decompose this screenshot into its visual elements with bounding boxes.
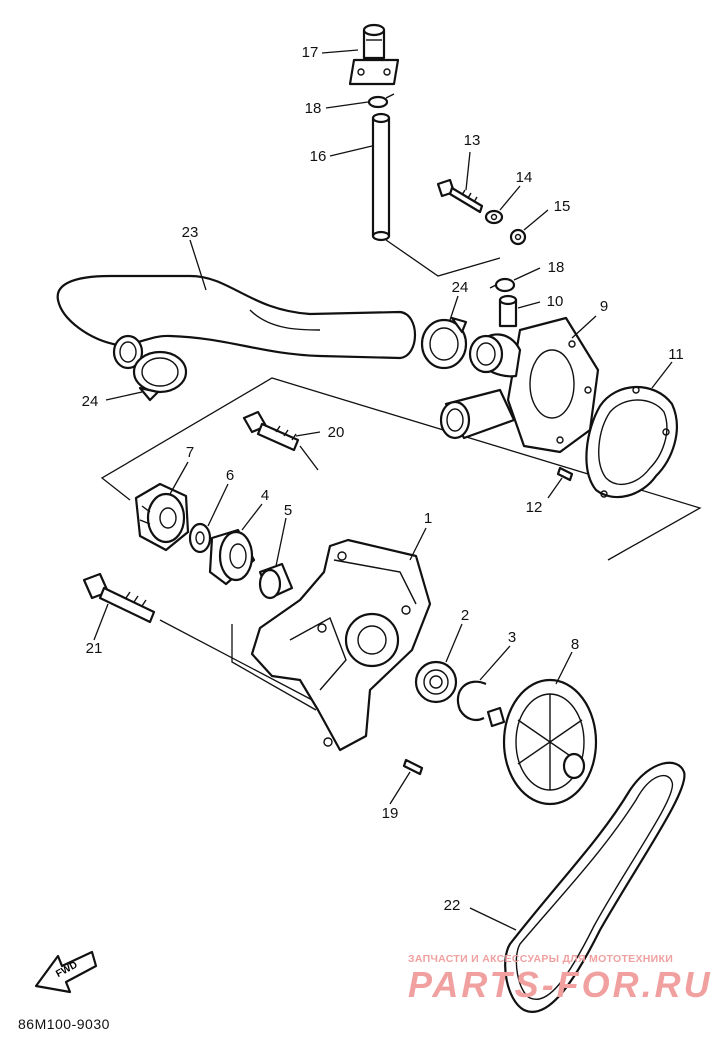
leader-17 xyxy=(321,49,359,54)
leader-8 xyxy=(555,651,573,685)
assembly-frame-pipe16 xyxy=(385,239,501,277)
leader-3 xyxy=(479,645,511,681)
callout-24-right: 24 xyxy=(452,279,469,296)
callout-5: 5 xyxy=(284,502,292,519)
leader-9 xyxy=(571,315,597,339)
callout-8: 8 xyxy=(571,636,579,653)
dowel-pin-19-part xyxy=(402,758,424,776)
leader-24b xyxy=(449,295,459,321)
callout-19: 19 xyxy=(382,805,399,822)
impeller-part xyxy=(134,482,190,552)
pipe-joint-part xyxy=(498,294,518,328)
leader-2 xyxy=(445,623,463,663)
callout-22: 22 xyxy=(444,897,461,914)
callout-7: 7 xyxy=(186,444,194,461)
dowel-pin-12-part xyxy=(556,466,574,482)
assembly-frame-lower xyxy=(231,624,317,711)
gasket-part xyxy=(585,385,678,499)
callout-18-lower: 18 xyxy=(548,259,565,276)
leader-11 xyxy=(651,361,673,389)
mechanical-seal-part xyxy=(208,528,256,586)
fwd-arrow-icon: FWD xyxy=(34,950,98,994)
leader-18a xyxy=(325,101,369,109)
leader-10 xyxy=(517,301,541,309)
leader-22 xyxy=(469,907,517,931)
leader-12 xyxy=(547,477,563,499)
assembly-frame-bolt20 xyxy=(299,445,319,471)
bolt-20-part xyxy=(242,410,300,452)
leader-6 xyxy=(207,483,229,527)
callout-13: 13 xyxy=(464,132,481,149)
callout-10: 10 xyxy=(547,293,564,310)
callout-4: 4 xyxy=(261,487,269,504)
callout-11: 11 xyxy=(668,346,684,363)
callout-16: 16 xyxy=(310,148,327,165)
washer-14-part xyxy=(484,209,504,225)
bolt-13-part xyxy=(436,178,484,214)
callout-2: 2 xyxy=(461,607,469,624)
callout-1: 1 xyxy=(424,510,432,527)
callout-24-left: 24 xyxy=(82,393,99,410)
callout-9: 9 xyxy=(600,298,608,315)
leader-20 xyxy=(295,431,321,437)
callout-23: 23 xyxy=(182,224,199,241)
leader-18b xyxy=(513,267,541,281)
hose-clip-upper-part xyxy=(367,93,395,109)
watermark-brand: PARTS-FOR.RU xyxy=(408,964,713,1005)
leader-5 xyxy=(275,517,287,567)
callout-15: 15 xyxy=(554,198,571,215)
callout-12: 12 xyxy=(526,499,543,516)
thermostat-cover-part xyxy=(348,23,400,86)
v-belt-part xyxy=(504,761,686,1013)
washer-6-part xyxy=(188,522,212,554)
leader-23 xyxy=(189,239,207,291)
callout-14: 14 xyxy=(516,169,533,186)
callout-labels: 17 18 16 13 14 15 18 10 24 9 11 12 23 24… xyxy=(82,44,684,914)
hose-clamp-left-part xyxy=(132,350,188,402)
leader-15 xyxy=(523,209,549,231)
leader-24a xyxy=(105,391,143,401)
circlip-part xyxy=(456,680,487,721)
callout-3: 3 xyxy=(508,629,516,646)
leader-21 xyxy=(93,603,109,641)
leader-16 xyxy=(329,145,373,157)
leader-13 xyxy=(465,151,471,191)
hose-clamp-right-part xyxy=(420,316,468,370)
watermark-tagline: ЗАПЧАСТИ И АКСЕССУАРЫ ДЛЯ МОТОТЕХНИКИ xyxy=(408,953,674,965)
pump-housing-cover-part xyxy=(439,316,600,454)
pipe-part xyxy=(371,112,391,242)
diagram-code: 86M100-9030 xyxy=(18,1016,110,1032)
callout-18-upper: 18 xyxy=(305,100,322,117)
leader-14 xyxy=(499,185,521,211)
callout-21: 21 xyxy=(86,640,103,657)
pump-housing-part xyxy=(250,538,432,752)
leader-1 xyxy=(409,527,427,561)
radiator-hose-part xyxy=(56,274,417,370)
leader-19 xyxy=(389,771,411,805)
collar-part xyxy=(258,562,294,600)
assembly-frame-upper xyxy=(100,377,702,561)
hose-clip-lower-part xyxy=(489,277,516,293)
callout-20: 20 xyxy=(328,424,345,441)
callout-6: 6 xyxy=(226,467,234,484)
assembly-frame-pump-line xyxy=(159,619,317,703)
leader-4 xyxy=(241,503,263,531)
leader-7 xyxy=(169,461,189,495)
pulley-part xyxy=(486,678,598,806)
washer-15-part xyxy=(509,228,527,246)
bearing-part xyxy=(414,660,458,704)
bolt-21-part xyxy=(82,572,156,624)
callout-17: 17 xyxy=(302,44,319,61)
